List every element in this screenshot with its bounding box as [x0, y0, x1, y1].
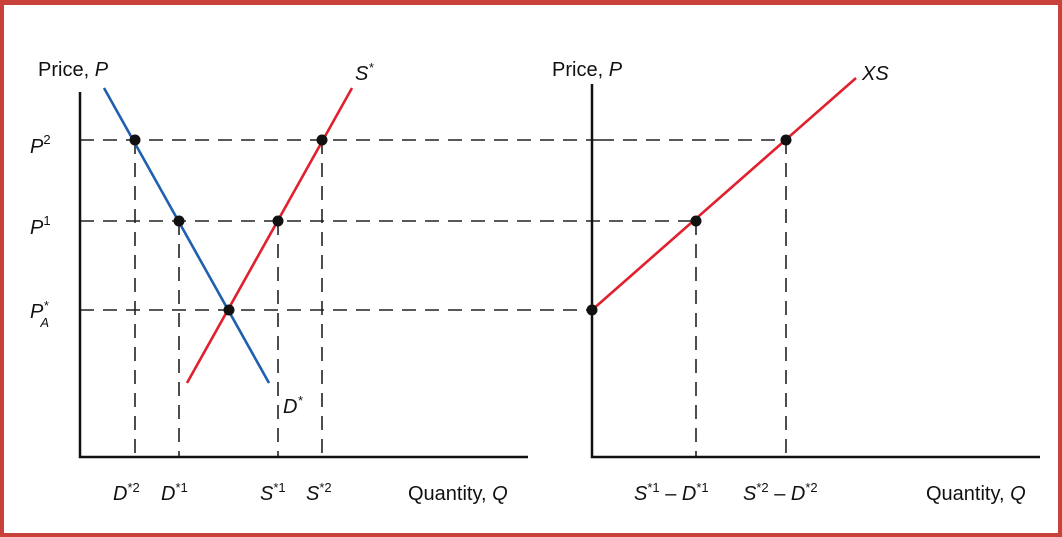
demand-curve [102, 87, 271, 384]
quantity-tick-xs2: S*2 – D*2 [743, 480, 818, 505]
point-d2-p2 [129, 134, 141, 146]
quantity-tick-s1: S*1 [260, 480, 286, 505]
supply-curve [185, 87, 354, 384]
point-s2-p2 [316, 134, 328, 146]
point-s1-p1 [272, 215, 284, 227]
left-y-axis-title: Price, P [38, 59, 109, 81]
supply-curve-label: S* [355, 60, 374, 85]
left-panel: Price, P Quantity, Q S* D* P2 P1 P*A D*2… [30, 59, 696, 505]
point-xs-p1 [690, 215, 702, 227]
diagram-canvas: Price, P Quantity, Q S* D* P2 P1 P*A D*2… [30, 59, 1040, 505]
price-tick-p1: P1 [30, 213, 51, 239]
quantity-tick-xs1: S*1 – D*1 [634, 480, 709, 505]
right-panel: Price, P Quantity, Q XS S*1 – D*1 S*2 – … [552, 59, 1040, 505]
right-y-axis-title: Price, P [552, 59, 623, 81]
point-d1-p1 [173, 215, 185, 227]
point-equilibrium [223, 304, 235, 316]
quantity-tick-d2: D*2 [113, 480, 140, 505]
right-axes [590, 84, 1040, 459]
left-x-axis-title: Quantity, Q [408, 483, 508, 505]
export-supply-label: XS [861, 63, 889, 85]
point-xs-p2 [780, 134, 792, 146]
left-axes [78, 92, 528, 459]
quantity-tick-d1: D*1 [161, 480, 188, 505]
right-x-axis-title: Quantity, Q [926, 483, 1026, 505]
demand-curve-label: D* [283, 393, 303, 418]
price-tick-pa: P*A [30, 298, 49, 330]
point-xs-origin [586, 304, 598, 316]
export-supply-curve [591, 77, 857, 311]
price-tick-p2: P2 [30, 132, 51, 158]
quantity-tick-s2: S*2 [306, 480, 332, 505]
